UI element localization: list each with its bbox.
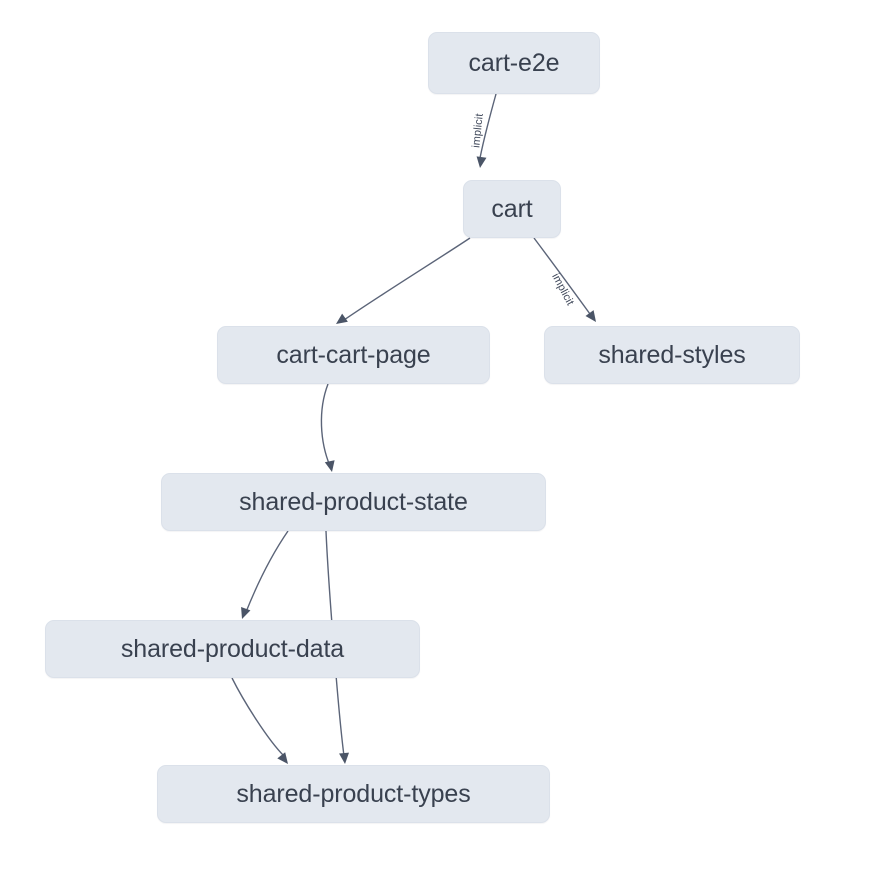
- arrowhead-cart-cart-page-to-shared-product-state: [324, 460, 335, 472]
- node-shared-styles[interactable]: shared-styles: [544, 326, 800, 384]
- edge-cart-to-cart-cart-page: [343, 237, 471, 321]
- edge-shared-product-state-to-shared-product-data: [245, 530, 289, 613]
- node-label: shared-product-types: [236, 779, 471, 808]
- node-cart-cart-page[interactable]: cart-cart-page: [217, 326, 490, 384]
- node-label: cart: [491, 194, 533, 223]
- node-cart[interactable]: cart: [463, 180, 561, 238]
- edge-cart-to-shared-styles: [533, 237, 591, 315]
- node-label: shared-product-state: [239, 487, 468, 516]
- node-label: shared-product-data: [120, 634, 345, 663]
- edge-cart-cart-page-to-shared-product-state: [320, 383, 331, 467]
- node-cart-e2e[interactable]: cart-e2e: [428, 32, 600, 94]
- arrowhead-shared-product-state-to-shared-product-types: [339, 752, 350, 764]
- arrowhead-cart-e2e-to-cart: [476, 156, 487, 168]
- node-label: shared-styles: [598, 340, 746, 369]
- edge-label-e3: implicit: [549, 272, 576, 308]
- node-shared-product-state[interactable]: shared-product-state: [161, 473, 546, 531]
- arrowhead-cart-to-shared-styles: [585, 310, 596, 322]
- edge-label-e1: implicit: [470, 113, 486, 148]
- arrowhead-shared-product-state-to-shared-product-data: [241, 606, 251, 619]
- node-label: cart-e2e: [468, 48, 560, 77]
- node-label: cart-cart-page: [276, 340, 431, 369]
- edge-shared-product-data-to-shared-product-types: [231, 677, 285, 757]
- node-shared-product-data[interactable]: shared-product-data: [45, 620, 420, 678]
- node-shared-product-types[interactable]: shared-product-types: [157, 765, 550, 823]
- edge-cart-e2e-to-cart: [479, 93, 497, 159]
